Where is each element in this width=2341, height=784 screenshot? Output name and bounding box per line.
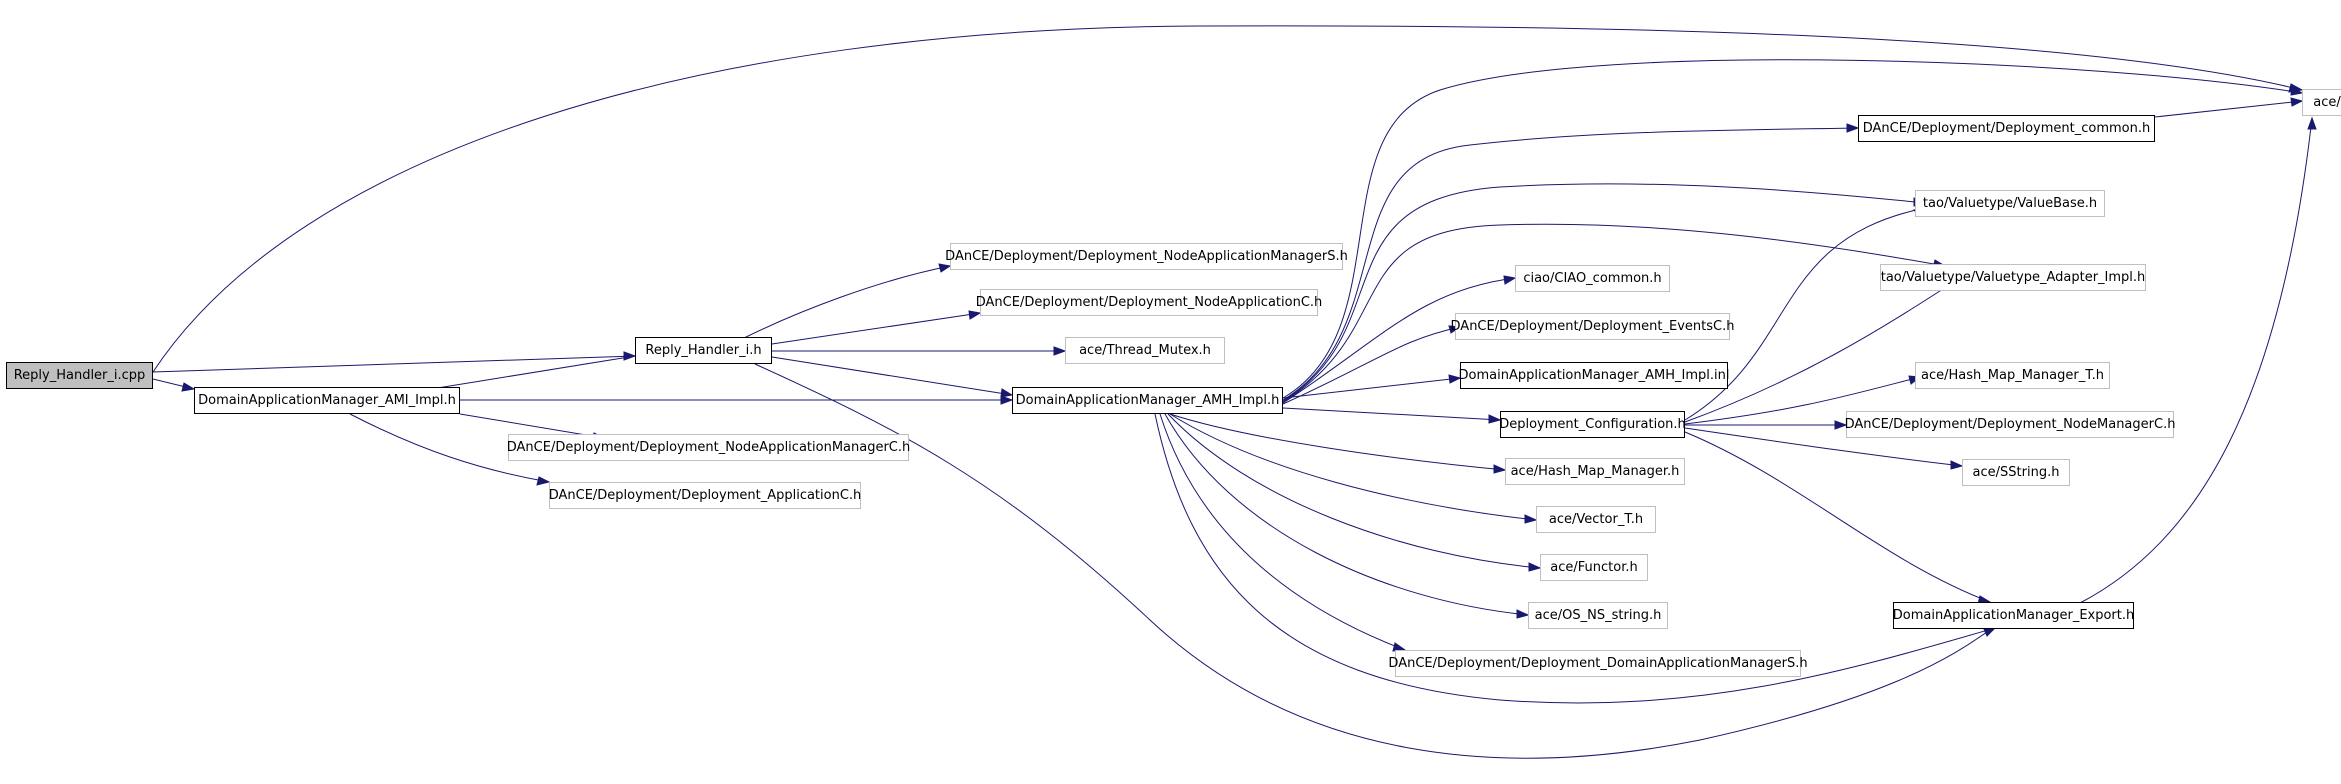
node-valuetype-adapter-h[interactable]: tao/Valuetype/Valuetype_Adapter_Impl.h: [1880, 264, 2146, 291]
edge-arrowheads: [181, 83, 2317, 652]
edge-deployment-common-to-config-all: [2154, 100, 2303, 118]
edge-dc-to-sstring: [1684, 427, 1963, 467]
edge-amh-to-hash-map-manager: [1169, 413, 1506, 471]
edge-cpp-to-reply-handler-h: [152, 355, 636, 373]
node-config-all-h[interactable]: ace/config-all.h: [2302, 89, 2341, 116]
edge-amh-to-config-all: [1282, 59, 2303, 399]
node-node-manager-c-h[interactable]: DAnCE/Deployment/Deployment_NodeManagerC…: [1845, 411, 2175, 438]
node-nodeapp-c-h[interactable]: DAnCE/Deployment/Deployment_NodeApplicat…: [976, 289, 1322, 316]
edge-amh-to-amh-inl: [1282, 377, 1461, 399]
node-hash-map-manager-h[interactable]: ace/Hash_Map_Manager.h: [1505, 458, 1685, 485]
node-functor-h[interactable]: ace/Functor.h: [1540, 554, 1648, 581]
edge-dc-to-dam-export: [1684, 431, 1991, 603]
edge-cpp-to-config-all: [152, 25, 2303, 373]
node-reply-handler-h[interactable]: Reply_Handler_i.h: [635, 337, 772, 364]
edge-amh-to-events-c: [1282, 326, 1461, 405]
edge-ami-to-application-c: [349, 413, 550, 483]
edge-amh-to-deployment-common: [1282, 127, 1859, 401]
node-sstring-h[interactable]: ace/SString.h: [1962, 459, 2070, 486]
node-nam-c-h[interactable]: DAnCE/Deployment/Deployment_NodeApplicat…: [507, 434, 910, 461]
node-dam-export-h[interactable]: DomainApplicationManager_Export.h: [1893, 602, 2134, 629]
node-dam-s-h[interactable]: DAnCE/Deployment/Deployment_DomainApplic…: [1388, 650, 1808, 677]
node-valuebase-h[interactable]: tao/Valuetype/ValueBase.h: [1915, 190, 2105, 217]
node-amh-impl-inl[interactable]: DomainApplicationManager_AMH_Impl.inl: [1459, 362, 1729, 389]
node-os-ns-string-h[interactable]: ace/OS_NS_string.h: [1528, 602, 1668, 629]
node-deployment-common-h[interactable]: DAnCE/Deployment/Deployment_common.h: [1858, 115, 2155, 142]
edge-amh-to-os-ns-string: [1164, 413, 1529, 616]
node-ami-impl-h[interactable]: DomainApplicationManager_AMI_Impl.h: [194, 387, 460, 414]
edge-rh-to-nodeapp-c: [771, 312, 981, 345]
node-events-c-h[interactable]: DAnCE/Deployment/Deployment_EventsC.h: [1451, 313, 1734, 340]
node-application-c-h[interactable]: DAnCE/Deployment/Deployment_ApplicationC…: [549, 482, 861, 509]
node-thread-mutex-h[interactable]: ace/Thread_Mutex.h: [1065, 337, 1225, 364]
node-hash-map-manager-t-h[interactable]: ace/Hash_Map_Manager_T.h: [1915, 362, 2110, 389]
node-nam-s-h[interactable]: DAnCE/Deployment/Deployment_NodeApplicat…: [945, 243, 1348, 270]
node-amh-impl-h[interactable]: DomainApplicationManager_AMH_Impl.h: [1012, 387, 1283, 414]
edge-dc-to-hash-map-manager-t: [1684, 376, 1921, 425]
edge-rh-to-dam-export: [754, 363, 1996, 759]
edge-amh-to-dam-export: [1154, 413, 1996, 704]
edge-amh-to-deployment-configuration: [1282, 407, 1501, 421]
node-deployment-configuration-h[interactable]: Deployment_Configuration.h: [1499, 411, 1686, 438]
edge-rh-to-nam-s: [739, 265, 951, 341]
edge-amh-to-valuetype-adapter: [1282, 223, 1946, 403]
edge-dc-to-valuetype-adapter: [1684, 277, 1961, 423]
edge-amh-to-ciao-common: [1282, 277, 1516, 404]
node-reply-handler-cpp[interactable]: Reply_Handler_i.cpp: [6, 362, 153, 389]
edge-amh-to-valuebase: [1282, 183, 1926, 402]
node-vector-t-h[interactable]: ace/Vector_T.h: [1536, 506, 1656, 533]
edge-dam-export-to-config-all: [2079, 117, 2313, 604]
edge-rh-to-amh-impl: [771, 356, 1013, 396]
edge-amh-to-functor: [1167, 413, 1541, 569]
edge-ami-to-reply-handler-h: [424, 355, 636, 391]
edge-dc-to-valuebase: [1684, 207, 1926, 421]
node-ciao-common-h[interactable]: ciao/CIAO_common.h: [1515, 265, 1670, 292]
edge-amh-to-vector-t: [1169, 413, 1537, 521]
edge-amh-to-dam-s: [1159, 413, 1406, 651]
dependency-edges: [152, 25, 2313, 759]
